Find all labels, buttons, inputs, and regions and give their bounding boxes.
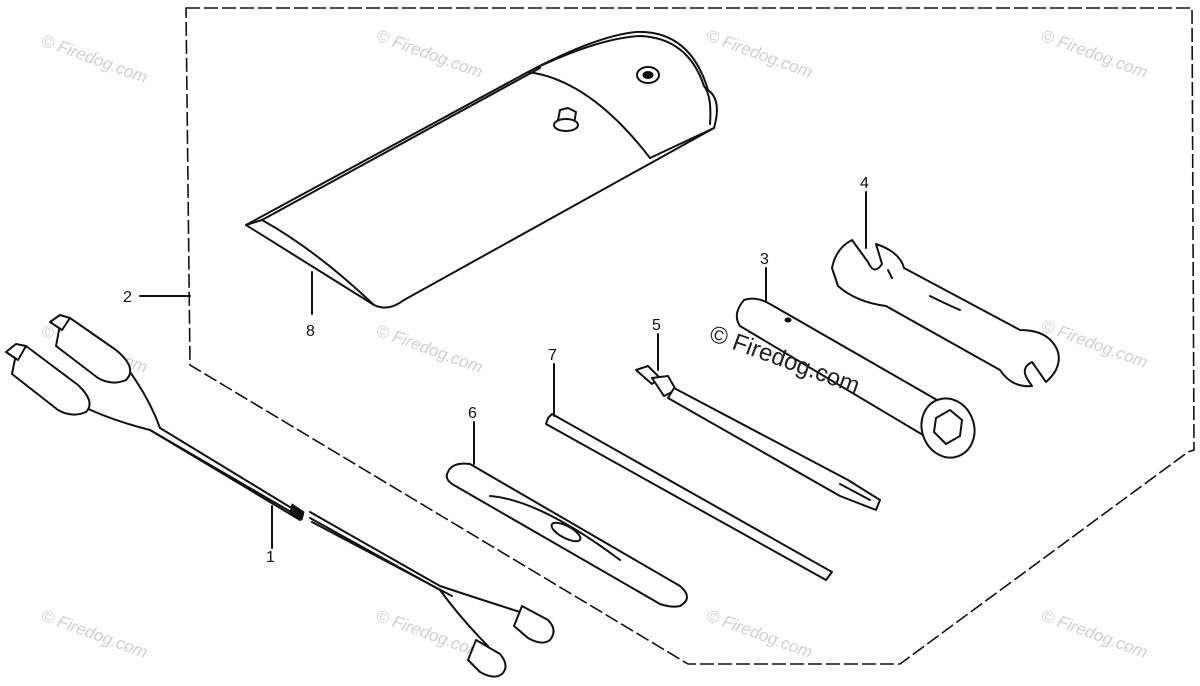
watermark: © Firedog.com <box>374 321 485 377</box>
spark-plug-socket-wrench <box>735 297 976 459</box>
leader-lines <box>139 191 867 549</box>
watermark: © Firedog.com <box>1039 26 1150 82</box>
assembly-outline <box>185 7 1195 665</box>
callout-4: 4 <box>860 175 869 192</box>
callout-8: 8 <box>306 323 315 340</box>
callouts: 1 2 3 4 5 6 7 8 <box>123 175 869 566</box>
callout-7: 7 <box>548 347 557 364</box>
watermark: © Firedog.com <box>704 606 815 662</box>
open-end-wrench <box>831 239 1060 388</box>
cable <box>5 314 555 678</box>
watermark: © Firedog.com <box>1039 606 1150 662</box>
watermark: © Firedog.com <box>704 26 815 82</box>
callout-3: 3 <box>760 251 769 268</box>
callout-5: 5 <box>652 317 661 334</box>
callout-1: 1 <box>266 549 275 566</box>
watermark: © Firedog.com <box>39 31 150 87</box>
watermark: © Firedog.com <box>374 606 485 662</box>
watermark: © Firedog.com <box>39 606 150 662</box>
tool-bag <box>245 30 718 309</box>
tire-lever <box>445 462 688 608</box>
callout-6: 6 <box>468 405 477 422</box>
handle-bar <box>545 413 833 581</box>
watermark: © Firedog.com <box>374 26 485 82</box>
callout-2: 2 <box>123 289 132 306</box>
screwdriver <box>635 365 881 511</box>
